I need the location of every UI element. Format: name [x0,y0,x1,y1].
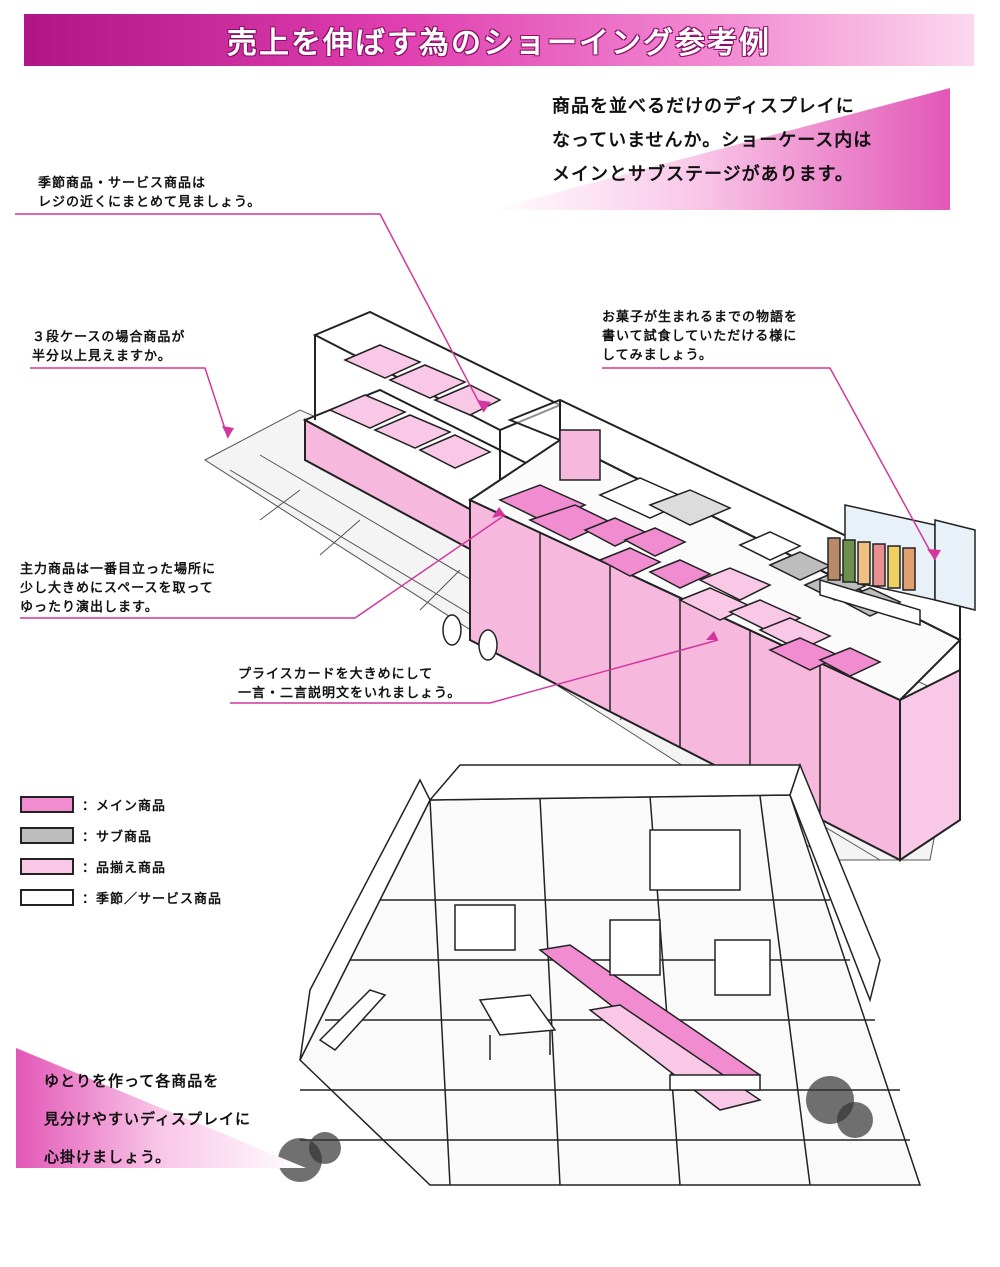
bottom-banner-line-2: 見分けやすいディスプレイに [44,1110,251,1128]
note-story: お菓子が生まれるまでの物語を 書いて試食していただける様に してみましょう。 [602,308,798,365]
bottom-banner-line-3: 心掛けましょう。 [44,1148,172,1166]
note-three-tier: ３段ケースの場合商品が 半分以上見えますか。 [32,328,185,366]
title-bar: 売上を伸ばす為のショーイング参考例 [24,14,974,66]
intro-banner: 商品を並べるだけのディスプレイに なっていませんか。ショーケース内は メインとサ… [490,82,950,210]
banner-line-2: なっていませんか。ショーケース内は [552,130,873,151]
legend-item-main: ：メイン商品 [20,793,222,815]
bottom-banner-line-1: ゆとりを作って各商品を [44,1072,220,1090]
bottom-banner-shape [16,1048,306,1168]
legend-label-main: ：メイン商品 [82,798,167,814]
legend-item-seasonal: ：季節／サービス商品 [20,886,222,908]
note-main-product-line-3: ゆったり演出します。 [20,600,159,615]
note-seasonal: 季節商品・サービス商品は レジの近くにまとめて見ましょう。 [38,174,261,212]
legend-item-assortment: ：品揃え商品 [20,855,222,877]
banner-line-3: メインとサブステージがあります。 [552,164,854,185]
legend-label-sub: ：サブ商品 [82,829,153,845]
note-seasonal-line-2: レジの近くにまとめて見ましょう。 [38,195,262,210]
legend-swatch-assortment [20,857,74,875]
note-story-line-3: してみましょう。 [602,348,713,363]
legend-swatch-main [20,795,74,813]
note-three-tier-line-1: ３段ケースの場合商品が [32,330,186,345]
legend-label-assortment: ：品揃え商品 [82,860,167,876]
page-title: 売上を伸ばす為のショーイング参考例 [227,26,771,61]
legend-label-seasonal: ：季節／サービス商品 [82,891,223,907]
note-price-card: プライスカードを大きめにして 一言・二言説明文をいれましょう。 [238,665,461,703]
note-main-product-line-2: 少し大きめにスペースを取って [20,581,214,596]
legend-swatch-seasonal [20,888,74,906]
note-price-card-line-1: プライスカードを大きめにして [238,667,434,682]
bottom-banner: ゆとりを作って各商品を 見分けやすいディスプレイに 心掛けましょう。 [16,1048,306,1178]
note-three-tier-line-2: 半分以上見えますか。 [32,349,172,364]
legend-swatch-sub [20,826,74,844]
legend-item-sub: ：サブ商品 [20,824,222,846]
note-story-line-1: お菓子が生まれるまでの物語を [602,310,799,325]
note-story-line-2: 書いて試食していただける様に [602,329,798,344]
note-price-card-line-2: 一言・二言説明文をいれましょう。 [238,686,462,701]
note-main-product: 主力商品は一番目立った場所に 少し大きめにスペースを取って ゆったり演出します。 [20,560,216,617]
legend: ：メイン商品 ：サブ商品 ：品揃え商品 ：季節／サービス商品 [20,793,222,917]
note-main-product-line-1: 主力商品は一番目立った場所に [20,562,217,577]
note-seasonal-line-1: 季節商品・サービス商品は [38,176,207,191]
banner-shape [490,88,950,210]
banner-line-1: 商品を並べるだけのディスプレイに [552,96,855,117]
